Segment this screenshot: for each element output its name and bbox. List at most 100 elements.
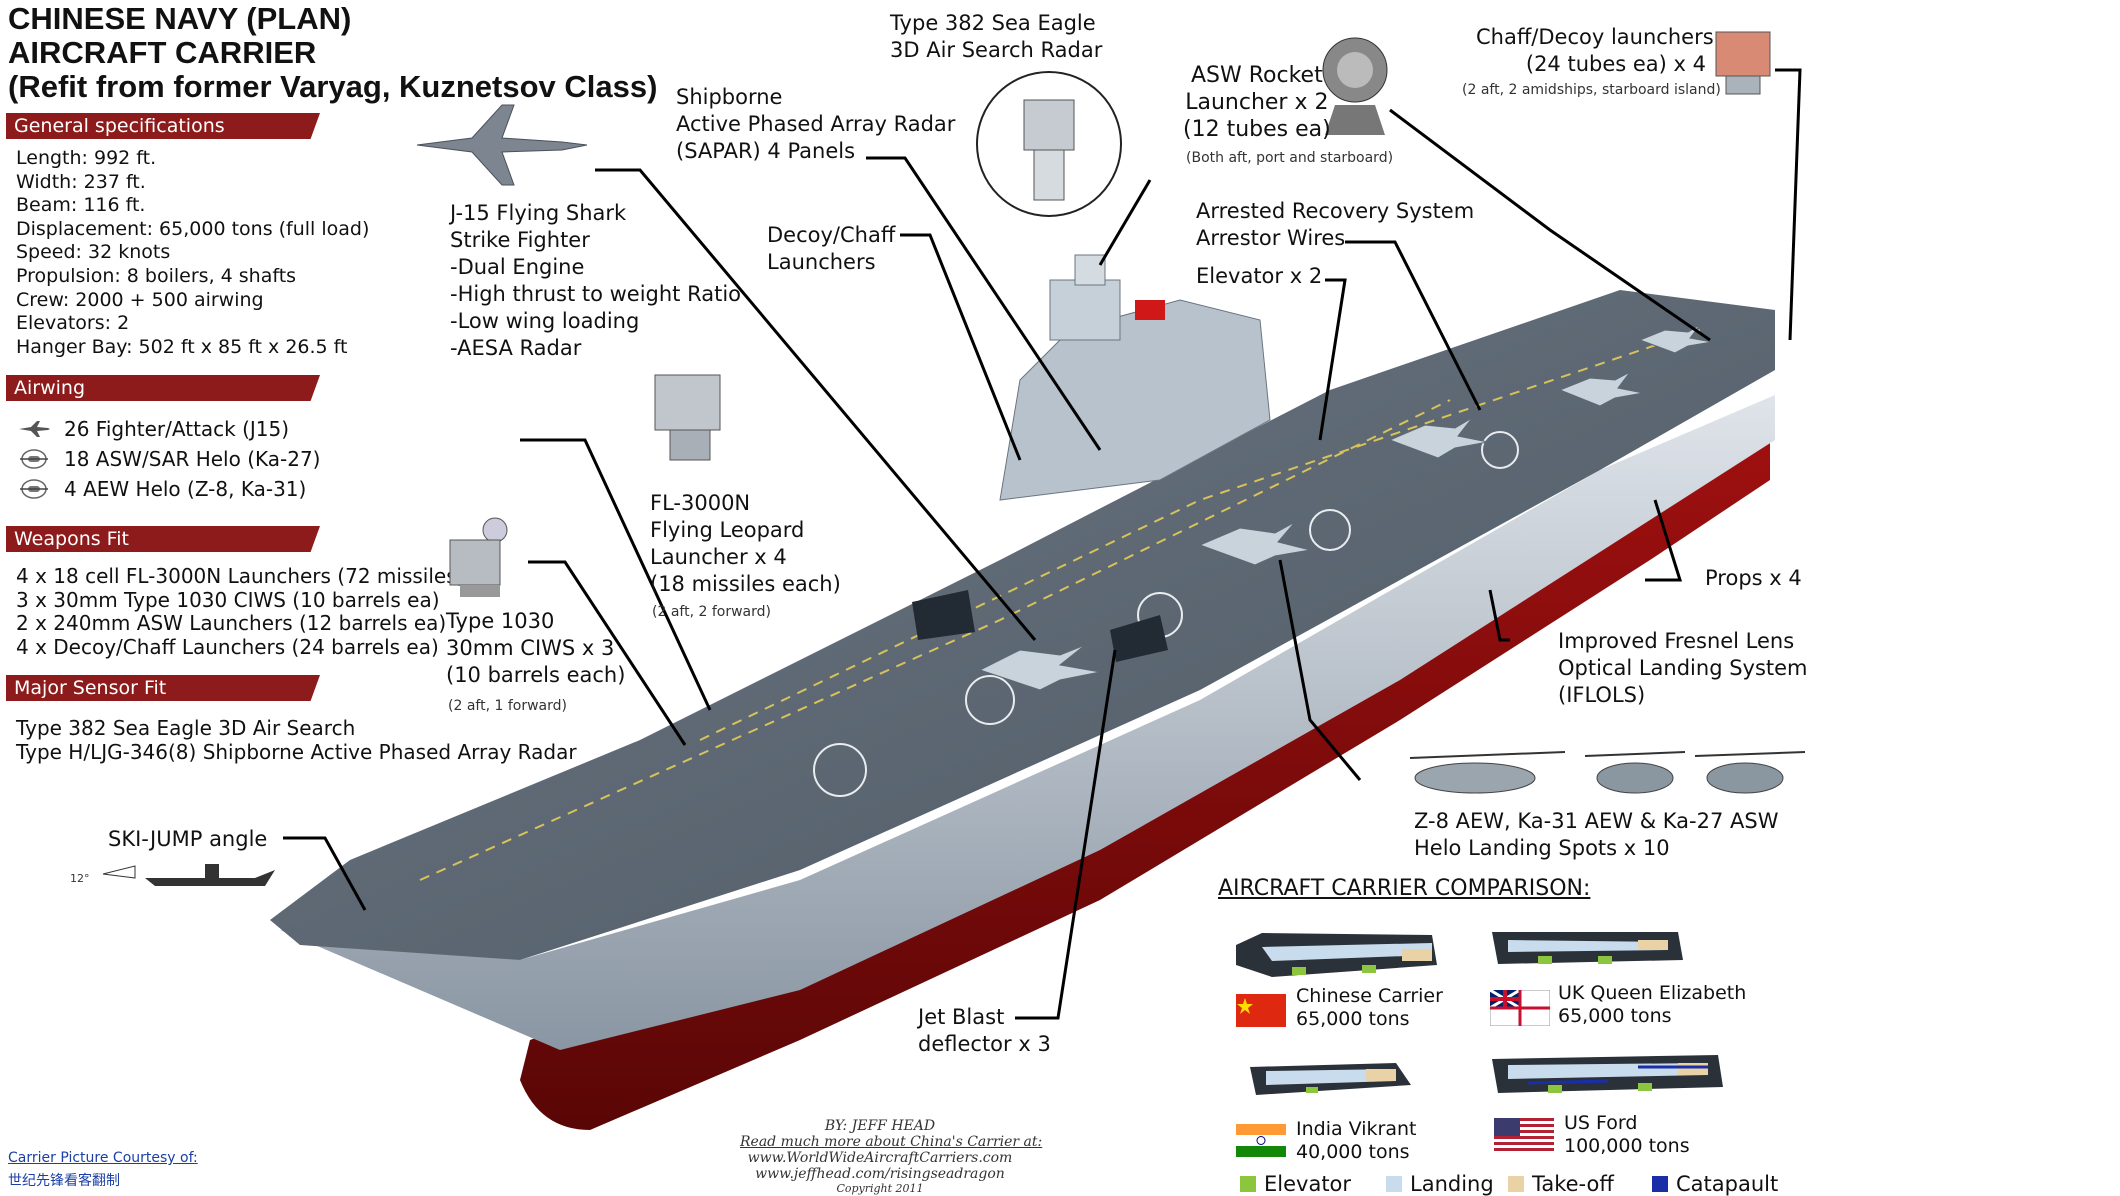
page-title: CHINESE NAVY (PLAN) AIRCRAFT CARRIER (Re…: [8, 2, 657, 104]
sea-eagle-radar-image: [976, 71, 1122, 217]
comparison-india: India Vikrant 40,000 tons: [1296, 1118, 1416, 1164]
spec-displacement: Displacement: 65,000 tons (full load): [16, 217, 370, 240]
airwing-fighter-text: 26 Fighter/Attack (J15): [64, 417, 290, 441]
legend-catapult: Catapault: [1652, 1172, 1778, 1196]
picture-courtesy-source: 世纪先锋看客翻制: [8, 1173, 120, 1189]
weapon-ciws: 3 x 30mm Type 1030 CIWS (10 barrels ea): [16, 587, 440, 612]
hull-side: [280, 395, 1775, 1050]
legend-label: Take-off: [1532, 1172, 1614, 1196]
arrested-recovery-label: Arrested Recovery System Arrestor Wires: [1196, 198, 1474, 252]
spec-width: Width: 237 ft.: [16, 170, 146, 193]
arrested-label-line: Arrestor Wires: [1196, 226, 1346, 250]
picture-courtesy[interactable]: Carrier Picture Courtesy of:: [8, 1150, 198, 1166]
helo-spots-label-line: Z-8 AEW, Ka-31 AEW & Ka-27 ASW: [1414, 809, 1779, 833]
sensors-list: Type 382 Sea Eagle 3D Air Search Type H/…: [16, 716, 577, 764]
sensor-sea-eagle: Type 382 Sea Eagle 3D Air Search: [16, 716, 356, 740]
chaff-label: Chaff/Decoy launchers (24 tubes ea) x 4: [1476, 24, 1714, 78]
asw-rocket-label-line: ASW Rocket: [1190, 63, 1323, 88]
spec-length: Length: 992 ft.: [16, 147, 157, 169]
weapon-fl3000n: 4 x 18 cell FL-3000N Launchers (72 missi…: [16, 564, 465, 588]
helo-spots-label: Z-8 AEW, Ka-31 AEW & Ka-27 ASW Helo Land…: [1414, 808, 1778, 862]
general-specs-header: General specifications: [6, 113, 320, 139]
airwing-list: 26 Fighter/Attack (J15) 18 ASW/SAR Helo …: [14, 414, 320, 504]
j15-label-line: J-15 Flying Shark: [450, 201, 627, 225]
iflols-label: Improved Fresnel Lens Optical Landing Sy…: [1558, 628, 1808, 709]
asw-rocket-launcher-image: [1322, 37, 1388, 135]
chinese-carrier-deckplan: [1236, 933, 1437, 977]
ski-jump-angle: 12°: [70, 872, 90, 885]
comparison-heading: AIRCRAFT CARRIER COMPARISON:: [1218, 876, 1591, 901]
iflols-label-line: Improved Fresnel Lens: [1558, 629, 1795, 653]
legend-swatch: [1652, 1176, 1668, 1192]
jet-icon: [14, 420, 54, 438]
j15-label-line: -Low wing loading: [450, 309, 640, 333]
credit-url-1[interactable]: www.WorldWideAircraftCarriers.com: [747, 1150, 1013, 1166]
legend-swatch: [1240, 1176, 1256, 1192]
uk-carrier-deckplan: [1492, 932, 1683, 964]
sapar-label: Shipborne Active Phased Array Radar (SAP…: [676, 84, 955, 165]
asw-rocket-note: (Both aft, port and starboard): [1186, 150, 1394, 166]
weapon-decoy: 4 x Decoy/Chaff Launchers (24 barrels ea…: [16, 634, 439, 659]
fl3000n-label-line: Flying Leopard: [650, 518, 805, 542]
fl3000n-launcher-image: [654, 374, 721, 461]
credit-copyright: Copyright 2011: [836, 1182, 924, 1195]
legend-takeoff: Take-off: [1508, 1172, 1614, 1196]
general-specs-list: Length: 992 ft. Width: 237 ft. Beam: 116…: [16, 147, 369, 359]
j15-label-line: -AESA Radar: [450, 336, 582, 360]
fl3000n-label: FL-3000N Flying Leopard Launcher x 4 (18…: [650, 490, 841, 598]
props-label: Props x 4: [1705, 566, 1802, 590]
sensors-header: Major Sensor Fit: [6, 675, 320, 701]
sea-eagle-label: Type 382 Sea Eagle 3D Air Search Radar: [890, 10, 1102, 64]
jet-blast-deflectors: [912, 590, 1168, 662]
legend-label: Elevator: [1264, 1172, 1352, 1196]
spec-speed: Speed: 32 knots: [16, 241, 171, 264]
comparison-us: US Ford 100,000 tons: [1564, 1112, 1690, 1158]
credit-author: BY: JEFF HEAD: [824, 1118, 936, 1134]
weapons-header: Weapons Fit: [6, 526, 320, 552]
helo-icon: [14, 448, 54, 470]
fl3000n-label-line: FL-3000N: [650, 491, 751, 515]
title-line-2: AIRCRAFT CARRIER: [8, 35, 317, 70]
ship-name: India Vikrant: [1296, 1118, 1417, 1140]
asw-rocket-label: ASW Rocket Launcher x 2 (12 tubes ea): [1183, 62, 1331, 143]
spec-beam: Beam: 116 ft.: [16, 194, 146, 217]
arrested-label-line: Arrested Recovery System: [1196, 199, 1475, 223]
iflols-label-line: (IFLOLS): [1558, 683, 1646, 707]
ship-tons: 65,000 tons: [1296, 1008, 1410, 1030]
j15-label: J-15 Flying Shark Strike Fighter -Dual E…: [450, 200, 741, 362]
sapar-label-line: Shipborne: [676, 85, 783, 109]
legend-label: Landing: [1410, 1172, 1494, 1196]
title-line-3: (Refit from former Varyag, Kuznetsov Cla…: [8, 69, 658, 104]
helo-icon: [14, 478, 54, 500]
j15-fighter-image: [416, 104, 588, 186]
ciws-label-line: 30mm CIWS x 3: [446, 636, 615, 660]
us-carrier-deckplan: [1492, 1055, 1723, 1093]
spec-elevators: Elevators: 2: [16, 312, 130, 335]
sea-eagle-label-line: Type 382 Sea Eagle: [890, 11, 1096, 35]
fl3000n-note: (2 aft, 2 forward): [652, 604, 771, 620]
ship-name: UK Queen Elizabeth: [1558, 982, 1747, 1004]
legend-swatch: [1386, 1176, 1402, 1192]
asw-rocket-label-line: Launcher x 2: [1185, 90, 1329, 115]
decoy-label: Decoy/Chaff Launchers: [767, 222, 895, 276]
sea-eagle-label-line: 3D Air Search Radar: [890, 38, 1103, 62]
elevator-label: Elevator x 2: [1196, 264, 1323, 288]
airwing-row-aew: 4 AEW Helo (Z-8, Ka-31): [14, 474, 320, 504]
comparison-chinese: Chinese Carrier 65,000 tons: [1296, 985, 1443, 1031]
j15-label-line: Strike Fighter: [450, 228, 590, 252]
leader-lines: [283, 68, 1802, 1020]
jet-blast-label-line: Jet Blast: [918, 1005, 1005, 1029]
chaff-label-line: Chaff/Decoy launchers: [1476, 25, 1714, 49]
asw-rocket-label-line: (12 tubes ea): [1183, 117, 1331, 142]
legend-elevator: Elevator: [1240, 1172, 1351, 1196]
sapar-label-line: Active Phased Array Radar: [676, 112, 956, 136]
india-carrier-deckplan: [1250, 1063, 1411, 1095]
legend-swatch: [1508, 1176, 1524, 1192]
sensor-sapar: Type H/LJG-346(8) Shipborne Active Phase…: [16, 739, 577, 764]
ship-tons: 40,000 tons: [1296, 1141, 1410, 1163]
legend-landing: Landing: [1386, 1172, 1494, 1196]
credit-url-2[interactable]: www.jeffhead.com/risingseadragon: [755, 1166, 1005, 1182]
spec-hangar-bay: Hanger Bay: 502 ft x 85 ft x 26.5 ft: [16, 335, 348, 358]
j15-label-line: -Dual Engine: [450, 255, 585, 279]
fl3000n-label-line: (18 missiles each): [650, 572, 841, 596]
